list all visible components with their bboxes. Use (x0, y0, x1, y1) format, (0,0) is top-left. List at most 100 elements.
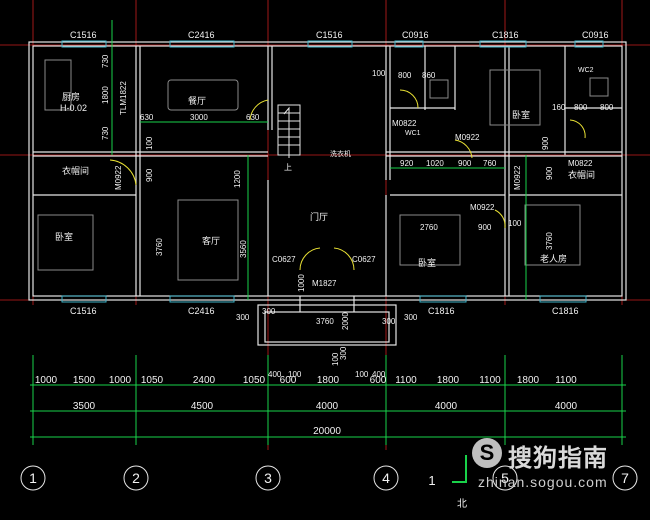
doors (109, 89, 586, 271)
window-top-3 (307, 40, 353, 48)
sofa-set (177, 199, 239, 281)
wc2-toilet (589, 77, 609, 97)
dim-label: 300 (339, 346, 348, 360)
sogou-watermark: S 搜狗指南 zhinan.sogou.com (470, 436, 650, 496)
label-up: 上 (284, 163, 292, 172)
label-wc2: WC2 (578, 67, 594, 74)
dim-row1-value: 1100 (395, 375, 417, 386)
window-bottom-2 (169, 295, 235, 303)
axis-number: 5 (501, 470, 509, 486)
door-arc-dining (249, 99, 269, 121)
dim-label: 900 (541, 136, 550, 150)
door-label-m0822: M0822 (392, 119, 417, 128)
dim-row1-value: 2400 (193, 375, 216, 386)
room-living: 客厅 (202, 235, 220, 246)
window-label: C0916 (582, 30, 609, 40)
dim-label: 3000 (190, 113, 208, 122)
window-bottom-4 (539, 295, 587, 303)
axis-number: 1 (29, 470, 37, 486)
dim-row1-value: 1050 (141, 375, 164, 386)
dim-label: 100 (372, 69, 386, 78)
walls (28, 41, 627, 301)
room-kitchen-level: H-0.02 (60, 103, 87, 113)
dim-label: 920 (400, 159, 414, 168)
porch-outline (257, 304, 397, 346)
wc1-toilet (429, 79, 449, 99)
dim-label: 3760 (545, 232, 554, 250)
door-arc-wc2 (569, 119, 586, 139)
dim-label: 3760 (155, 238, 164, 256)
bed-elder (524, 204, 581, 266)
axis-number: 7 (621, 470, 629, 486)
window-label: C0916 (402, 30, 429, 40)
door-label-c0627-b: C0627 (352, 255, 376, 264)
dim-label: 400 (372, 370, 386, 379)
door-arc-bedroom (454, 139, 473, 159)
door-arc-main-l (299, 247, 321, 271)
dim-label: 1020 (426, 159, 444, 168)
dim-label: 2000 (341, 312, 350, 330)
axis-bubble-2 (123, 465, 149, 491)
room-bedroom-left: 卧室 (55, 231, 73, 242)
dim-label: 300 (382, 317, 396, 326)
dim-label: 1000 (297, 274, 306, 292)
window-bottom-1 (61, 295, 107, 303)
window-top-4 (394, 40, 424, 48)
dim-row2-value: 4000 (435, 401, 458, 412)
watermark-url: zhinan.sogou.com (478, 474, 608, 490)
sogou-logo-icon: S (472, 438, 502, 468)
dim-label: 900 (545, 166, 554, 180)
stairs (277, 104, 301, 158)
door-arc-storage (109, 159, 137, 186)
bed-center (399, 214, 461, 266)
room-bedroom-right-top: 卧室 (512, 109, 530, 120)
porch (257, 296, 397, 346)
dim-row1-value: 1100 (479, 375, 501, 386)
porch-inner (264, 311, 390, 343)
dim-row1-value: 1800 (437, 375, 460, 386)
door-arc-center (494, 209, 506, 229)
dim-row1-value: 600 (280, 375, 297, 386)
dim-label: 300 (404, 313, 418, 322)
room-storage-right: 衣帽间 (568, 169, 595, 180)
room-kitchen: 厨房 (62, 91, 80, 102)
window-label: C1516 (70, 306, 97, 316)
dim-row1-value: 1500 (73, 375, 96, 386)
door-label-m1827: M1827 (312, 279, 337, 288)
dim-label: 3760 (316, 317, 334, 326)
dim-label: 3560 (239, 240, 248, 258)
dim-label: 2760 (420, 223, 438, 232)
furniture (37, 59, 609, 281)
axis-bubble-4 (373, 465, 399, 491)
window-label: C1516 (316, 30, 343, 40)
room-elder: 老人房 (540, 253, 567, 264)
room-dining: 餐厅 (188, 95, 206, 106)
bed-right-top (489, 69, 541, 126)
outer-wall-inner (32, 45, 623, 297)
dim-label: 630 (246, 113, 260, 122)
door-label-m0922-b: M0922 (513, 165, 522, 190)
window-label: C2416 (188, 306, 215, 316)
door-arc-main-r (333, 247, 355, 271)
window-label: C1816 (552, 306, 579, 316)
door-label-m0922-c: M0922 (470, 203, 495, 212)
dim-row2-value: 4500 (191, 401, 214, 412)
dim-label: 100 (331, 352, 340, 366)
dim-label: 100 (355, 370, 369, 379)
dining-table (167, 79, 239, 111)
dim-label: 900 (458, 159, 472, 168)
axis-bubble-1 (20, 465, 46, 491)
room-bedroom-center: 卧室 (418, 257, 436, 268)
door-label-m0922: M0922 (455, 133, 480, 142)
dimension-lines (30, 20, 626, 445)
dim-label: 800 (600, 103, 614, 112)
north-label: 北 (457, 498, 467, 510)
dim-total-value: 20000 (313, 426, 341, 437)
stair-arrow (283, 106, 290, 158)
axis-number: 4 (382, 470, 390, 486)
window-bottom-3 (419, 295, 467, 303)
dim-label: 400 (268, 370, 282, 379)
dim-label: 1200 (233, 170, 242, 188)
dim-row1-value: 1050 (243, 375, 266, 386)
